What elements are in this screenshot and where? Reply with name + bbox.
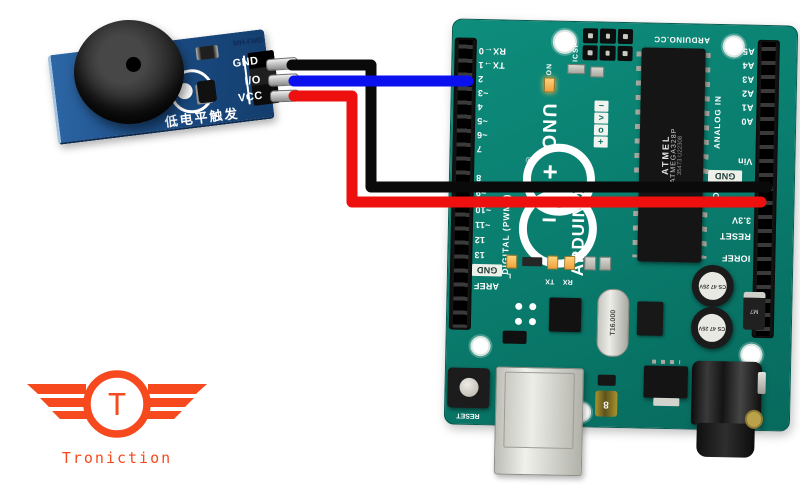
voltage-regulator (643, 365, 689, 399)
jumper-pins (502, 330, 527, 345)
troniction-logo: T Troniction (27, 370, 207, 467)
digital-pin-label-~6: ~6 (476, 129, 488, 141)
power-pin-label-Vin: Vin (737, 156, 753, 167)
crystal-label: T16.000 (609, 309, 617, 336)
digital-pin-label-13: 13 (474, 249, 485, 261)
digital-pin-label-4: 4 (477, 101, 483, 113)
analog-pin-label-A1: A1 (741, 102, 754, 113)
regulator-legs (652, 359, 681, 365)
digital-pin-label-~3: ~3 (477, 87, 489, 99)
buzzer-cylinder (74, 20, 184, 124)
smd-capacitor (584, 256, 597, 271)
module-model-label: MH-FMD (232, 35, 264, 48)
digital-pin-label-2: 2 (477, 73, 484, 85)
logo-ring (83, 370, 151, 438)
power-pin-label-IOREF: IOREF (721, 253, 751, 264)
digital-pin-label-RX←0: RX←0 (478, 45, 507, 57)
silk-symbol-box: + (593, 136, 608, 148)
logo-minus-sign: − (541, 204, 558, 235)
atmega16u2-chip (548, 297, 582, 333)
silk-symbol-box: − (594, 100, 609, 112)
smd-transistor (597, 374, 616, 386)
silk-symbol-box: > (594, 112, 609, 124)
reset-button-cap[interactable] (459, 377, 479, 398)
icsp-header (582, 28, 634, 62)
jp2-pad (529, 303, 537, 311)
analog-pin-label-A4: A4 (742, 60, 755, 71)
buzzer-io-pin (267, 73, 300, 87)
power-pin-label-GND: GND (707, 169, 743, 183)
symbol-column (453, 19, 797, 26)
digital-pin-label-~10: ~10 (475, 204, 492, 216)
logo-initial: T (108, 388, 126, 423)
silk-symbol-box: o (593, 124, 609, 136)
on-led-label: ON (546, 62, 554, 76)
smd-resistor (567, 63, 586, 75)
digital-pin-label-~9: ~9 (475, 187, 487, 199)
led-rx (564, 255, 576, 271)
led-l-label: L (506, 271, 512, 279)
analog-pin-label-A2: A2 (741, 88, 754, 99)
crystal-16mhz: T16.000 (596, 288, 630, 358)
digital-pin-label-7: 7 (476, 143, 482, 155)
digital-pin-label-GND: GND (471, 263, 503, 277)
smd-capacitor (599, 256, 612, 271)
dc-jack-front (696, 422, 755, 458)
diode-label: M7 (749, 307, 759, 314)
usb-shell-plate (503, 371, 575, 450)
digital-pin-label-AREF: AREF (473, 280, 500, 292)
solder-pad (744, 409, 764, 430)
logo-brand-text: Troniction (62, 449, 172, 467)
smd-capacitor (590, 66, 605, 78)
soic8-chip (636, 301, 664, 336)
smd-resistor (195, 44, 219, 61)
diode-m7: M7 (742, 291, 766, 331)
resistor-array (522, 256, 543, 267)
led-rx-label: RX (562, 277, 573, 285)
digital-pin-label-8: 8 (475, 172, 482, 184)
capacitor-label: CS 47 25V (697, 313, 727, 343)
jack-pin (757, 371, 766, 395)
digital-pin-label-12: 12 (474, 234, 486, 246)
digital-pin-label-~11: ~11 (474, 219, 491, 231)
buzzer-vcc-pin (269, 89, 301, 103)
led-tx-label: TX (545, 277, 555, 285)
jp2-pad (528, 318, 537, 326)
fuse-label: 8 (603, 398, 610, 410)
power-pin-label-RESET: RESET (719, 231, 751, 242)
analog-pin-label-A0: A0 (741, 116, 754, 127)
buzzer-sound-hole (126, 57, 141, 72)
mounting-hole (470, 335, 491, 357)
reset-button-label: RESET (456, 411, 480, 420)
digital-pin-label-~5: ~5 (477, 115, 488, 127)
usb-b-connector (493, 366, 584, 477)
led-tx (547, 255, 559, 270)
electrolytic-capacitor: CS 47 25V (691, 264, 735, 308)
logo-left-wing (27, 384, 88, 419)
arduino-uno-board: ARDUINO.CC ICSP ON UNO ® + − ARDUINO DIG… (443, 18, 799, 477)
capacitor-label: CS 47 25V (698, 271, 728, 301)
logo-plus-sign: + (542, 156, 559, 187)
digital-header (448, 37, 477, 330)
analog-pin-label-A3: A3 (742, 74, 755, 85)
arduino-cc-text: ARDUINO.CC (653, 34, 711, 45)
atmega328p-chip: ATMEL ATMEGA328P 35473 U22308 (637, 47, 706, 263)
resettable-fuse: 8 (594, 390, 618, 417)
buzzer-gnd-pin (265, 56, 299, 72)
digital-pin-label-TX→1: TX→1 (478, 59, 505, 71)
logo-right-wing (146, 384, 207, 419)
electrolytic-capacitor: CS 47 25V (690, 306, 734, 350)
power-pin-label-3.3V: 3.3V (731, 215, 752, 226)
power-led (543, 77, 556, 93)
jp2-pad (514, 317, 523, 325)
jp2-pad (515, 302, 523, 310)
reset-button[interactable] (447, 367, 490, 409)
regulator-tab (653, 397, 680, 407)
analog-pin-label-A5: A5 (742, 46, 755, 57)
